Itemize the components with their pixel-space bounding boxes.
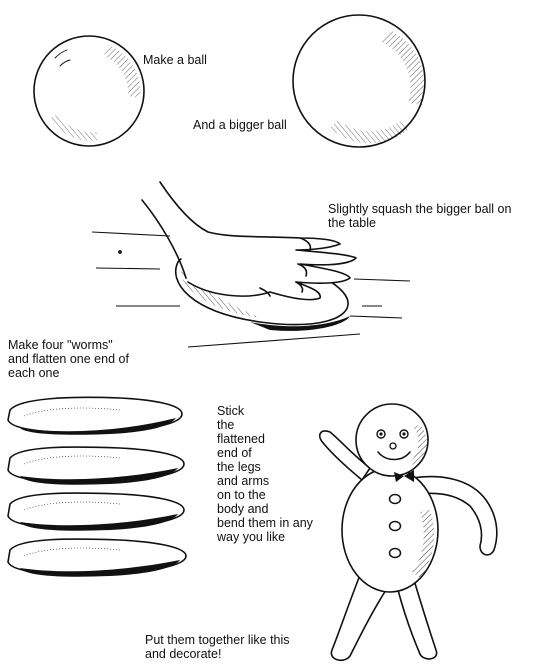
step-stick-line: the xyxy=(217,418,313,432)
step-stick-line: body and xyxy=(217,502,313,516)
worm-2 xyxy=(8,447,184,485)
step-make-ball: Make a ball xyxy=(143,53,207,67)
step-stick-line: flattened xyxy=(217,432,313,446)
step-stick-line: end of xyxy=(217,446,313,460)
step-stick-line: on to the xyxy=(217,488,313,502)
step-worms: Make four "worms" and flatten one end of… xyxy=(8,338,129,380)
dough-figure xyxy=(320,404,497,660)
step-together-line: Put them together like this xyxy=(145,633,290,647)
step-stick-line: Stick xyxy=(217,404,313,418)
worm-1 xyxy=(8,397,182,434)
step-stick-line: bend them in any xyxy=(217,516,313,530)
step-together: Put them together like this and decorate… xyxy=(145,633,290,661)
step-together-line: and decorate! xyxy=(145,647,290,661)
step-worms-line: each one xyxy=(8,366,129,380)
step-stick: Stick the flattened end of the legs and … xyxy=(217,404,313,544)
worm-3 xyxy=(8,493,184,531)
step-stick-line: way you like xyxy=(217,530,313,544)
step-stick-line: and arms xyxy=(217,474,313,488)
step-worms-line: Make four "worms" xyxy=(8,338,129,352)
big-ball xyxy=(293,15,425,147)
hand xyxy=(142,182,356,300)
step-stick-line: the legs xyxy=(217,460,313,474)
step-bigger-ball: And a bigger ball xyxy=(193,118,287,132)
small-ball xyxy=(34,36,144,146)
step-worms-line: and flatten one end of xyxy=(8,352,129,366)
step-squash: Slightly squash the bigger ball on the t… xyxy=(328,202,511,230)
step-squash-line: the table xyxy=(328,216,511,230)
worm-4 xyxy=(8,539,186,577)
step-squash-line: Slightly squash the bigger ball on xyxy=(328,202,511,216)
